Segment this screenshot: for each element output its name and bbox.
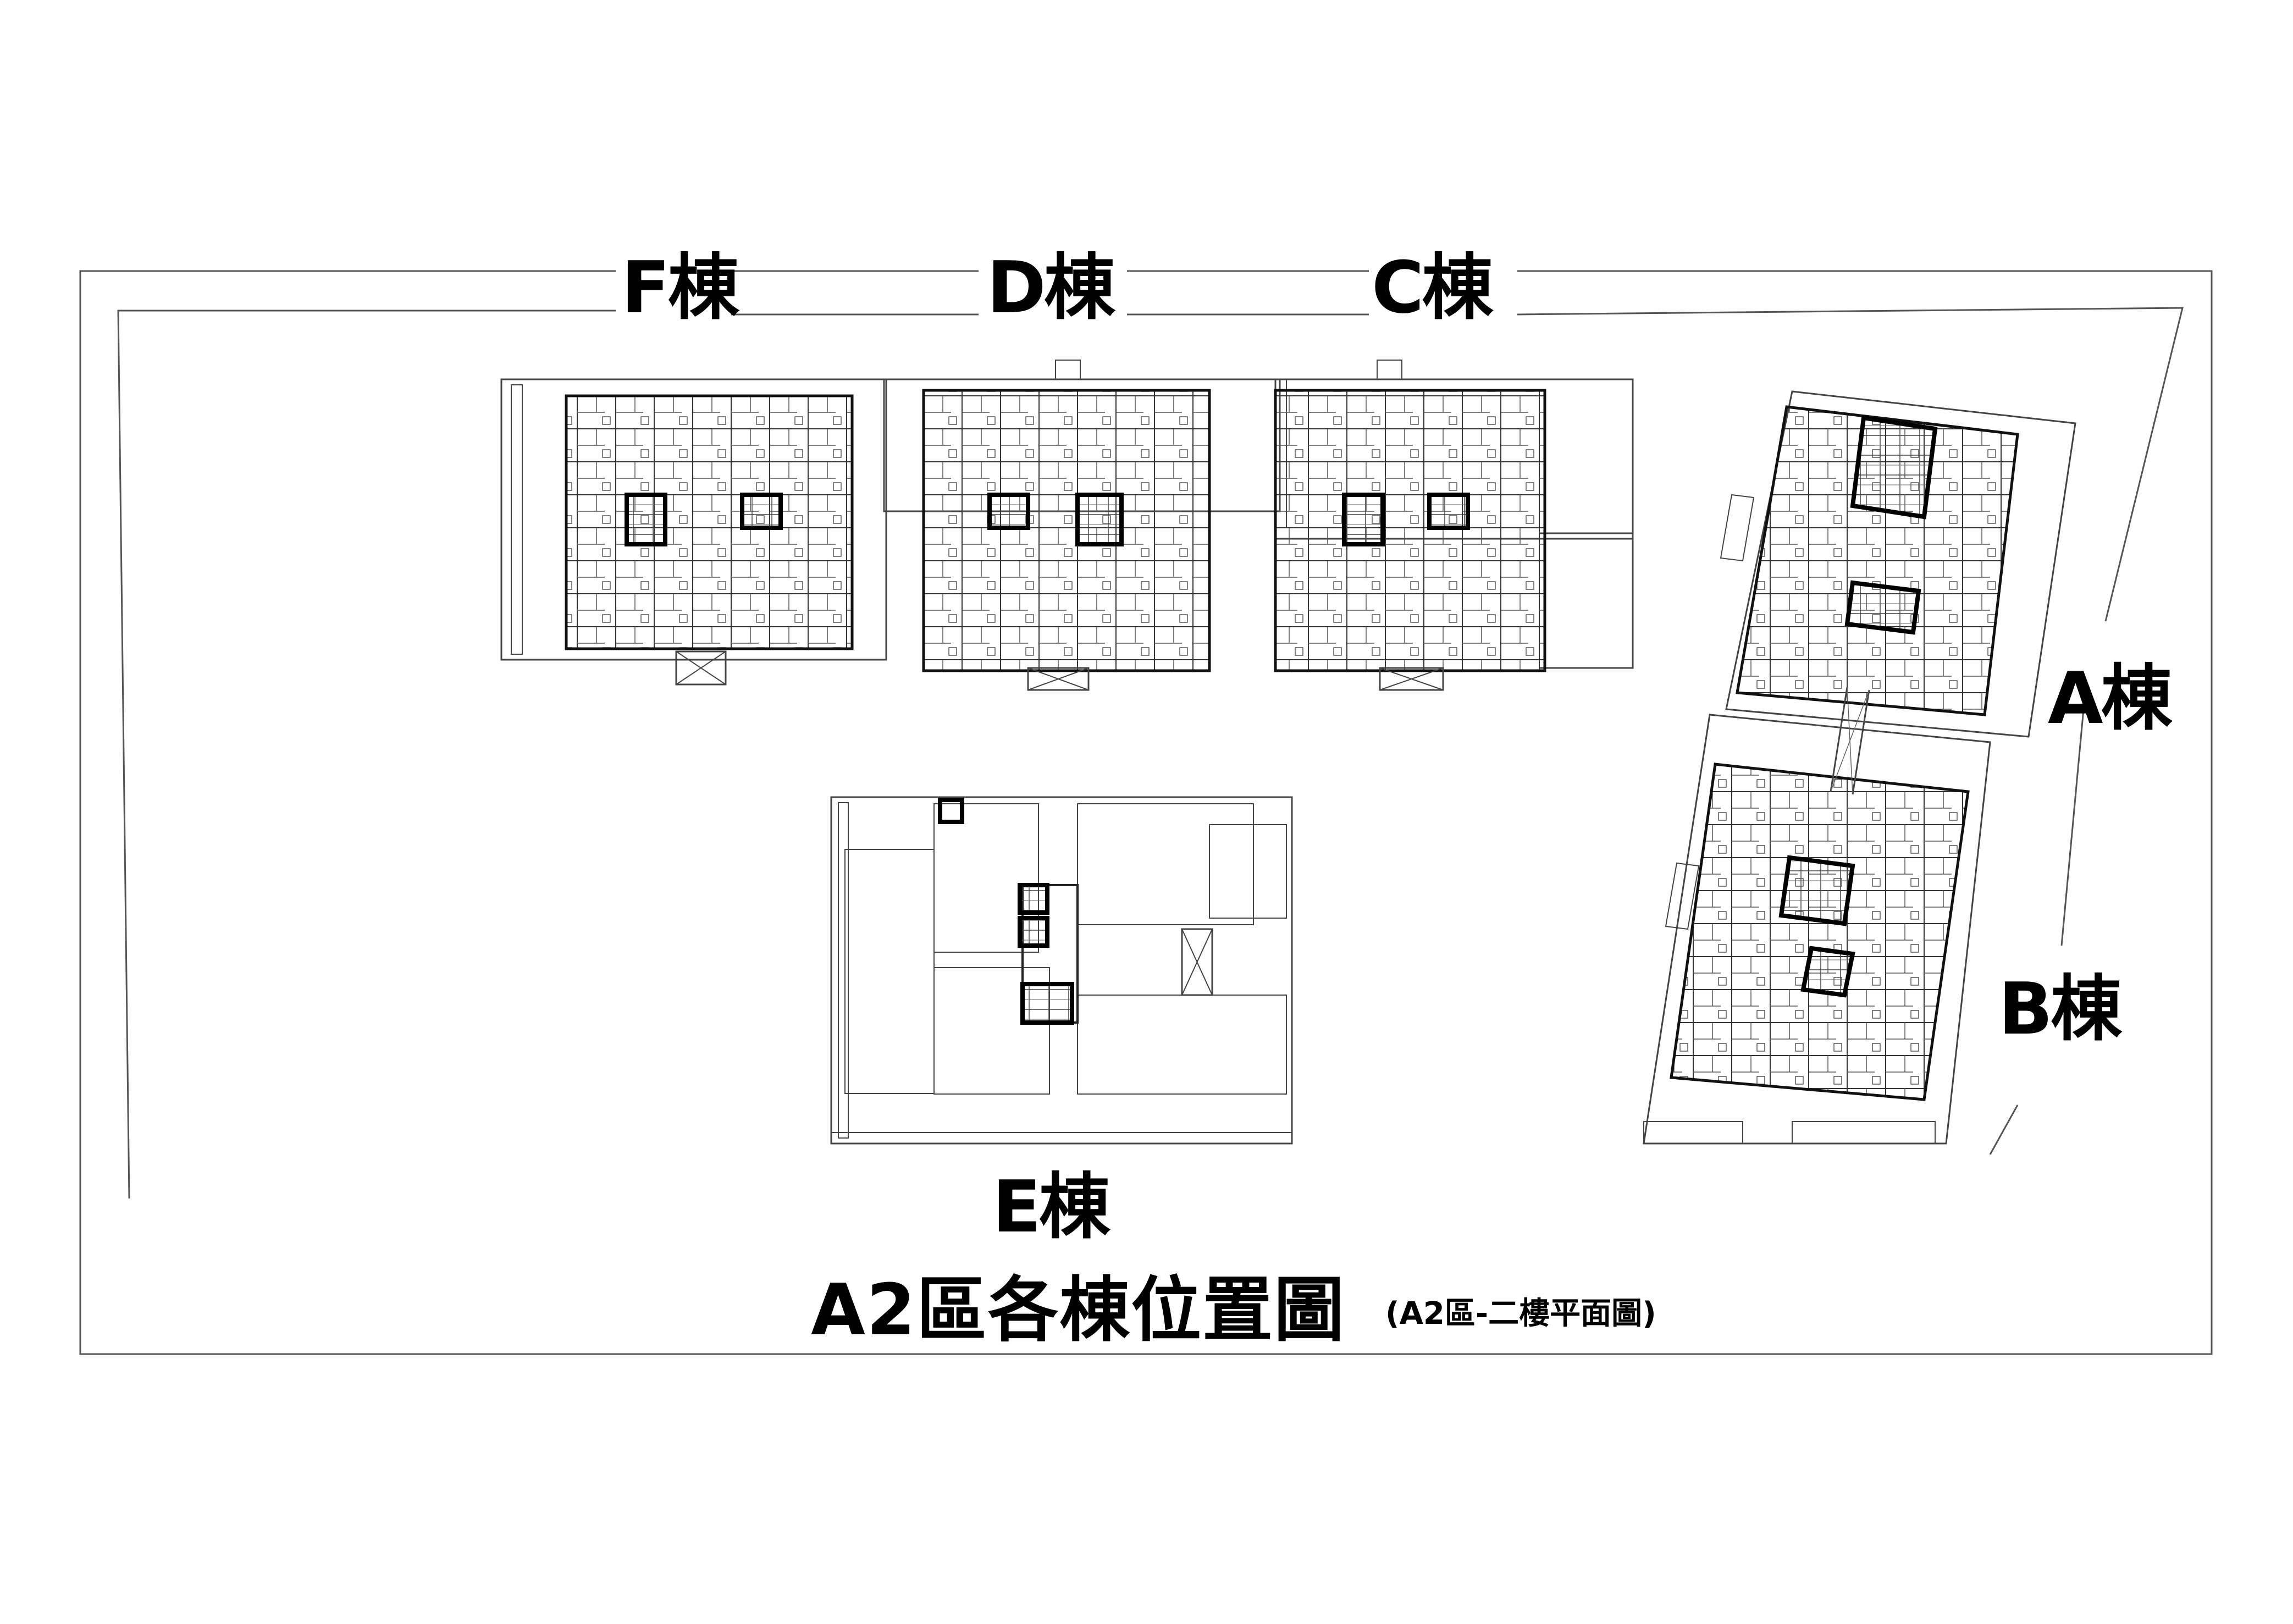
building-b-floorplan (1643, 687, 1991, 1145)
building-a-floorplan (1720, 390, 2076, 738)
building-a-label: A棟 (2048, 656, 2173, 740)
building-e-floorplan (830, 796, 1293, 1145)
outer-frame (79, 270, 2213, 1355)
building-f-floorplan (500, 378, 887, 686)
building-c-floorplan (1274, 360, 1634, 691)
page-title: A2區各棟位置圖 (811, 1269, 1346, 1351)
building-b-label: B棟 (1998, 967, 2122, 1051)
building-d-floorplan (883, 360, 1281, 691)
building-e-label: E棟 (992, 1165, 1110, 1249)
building-d-label: D棟 (987, 246, 1115, 329)
site-boundary (117, 307, 2184, 1199)
building-c-label: C棟 (1372, 246, 1493, 329)
building-f-label: F棟 (621, 246, 739, 329)
page-subtitle: (A2區-二樓平面圖) (1385, 1296, 1656, 1332)
